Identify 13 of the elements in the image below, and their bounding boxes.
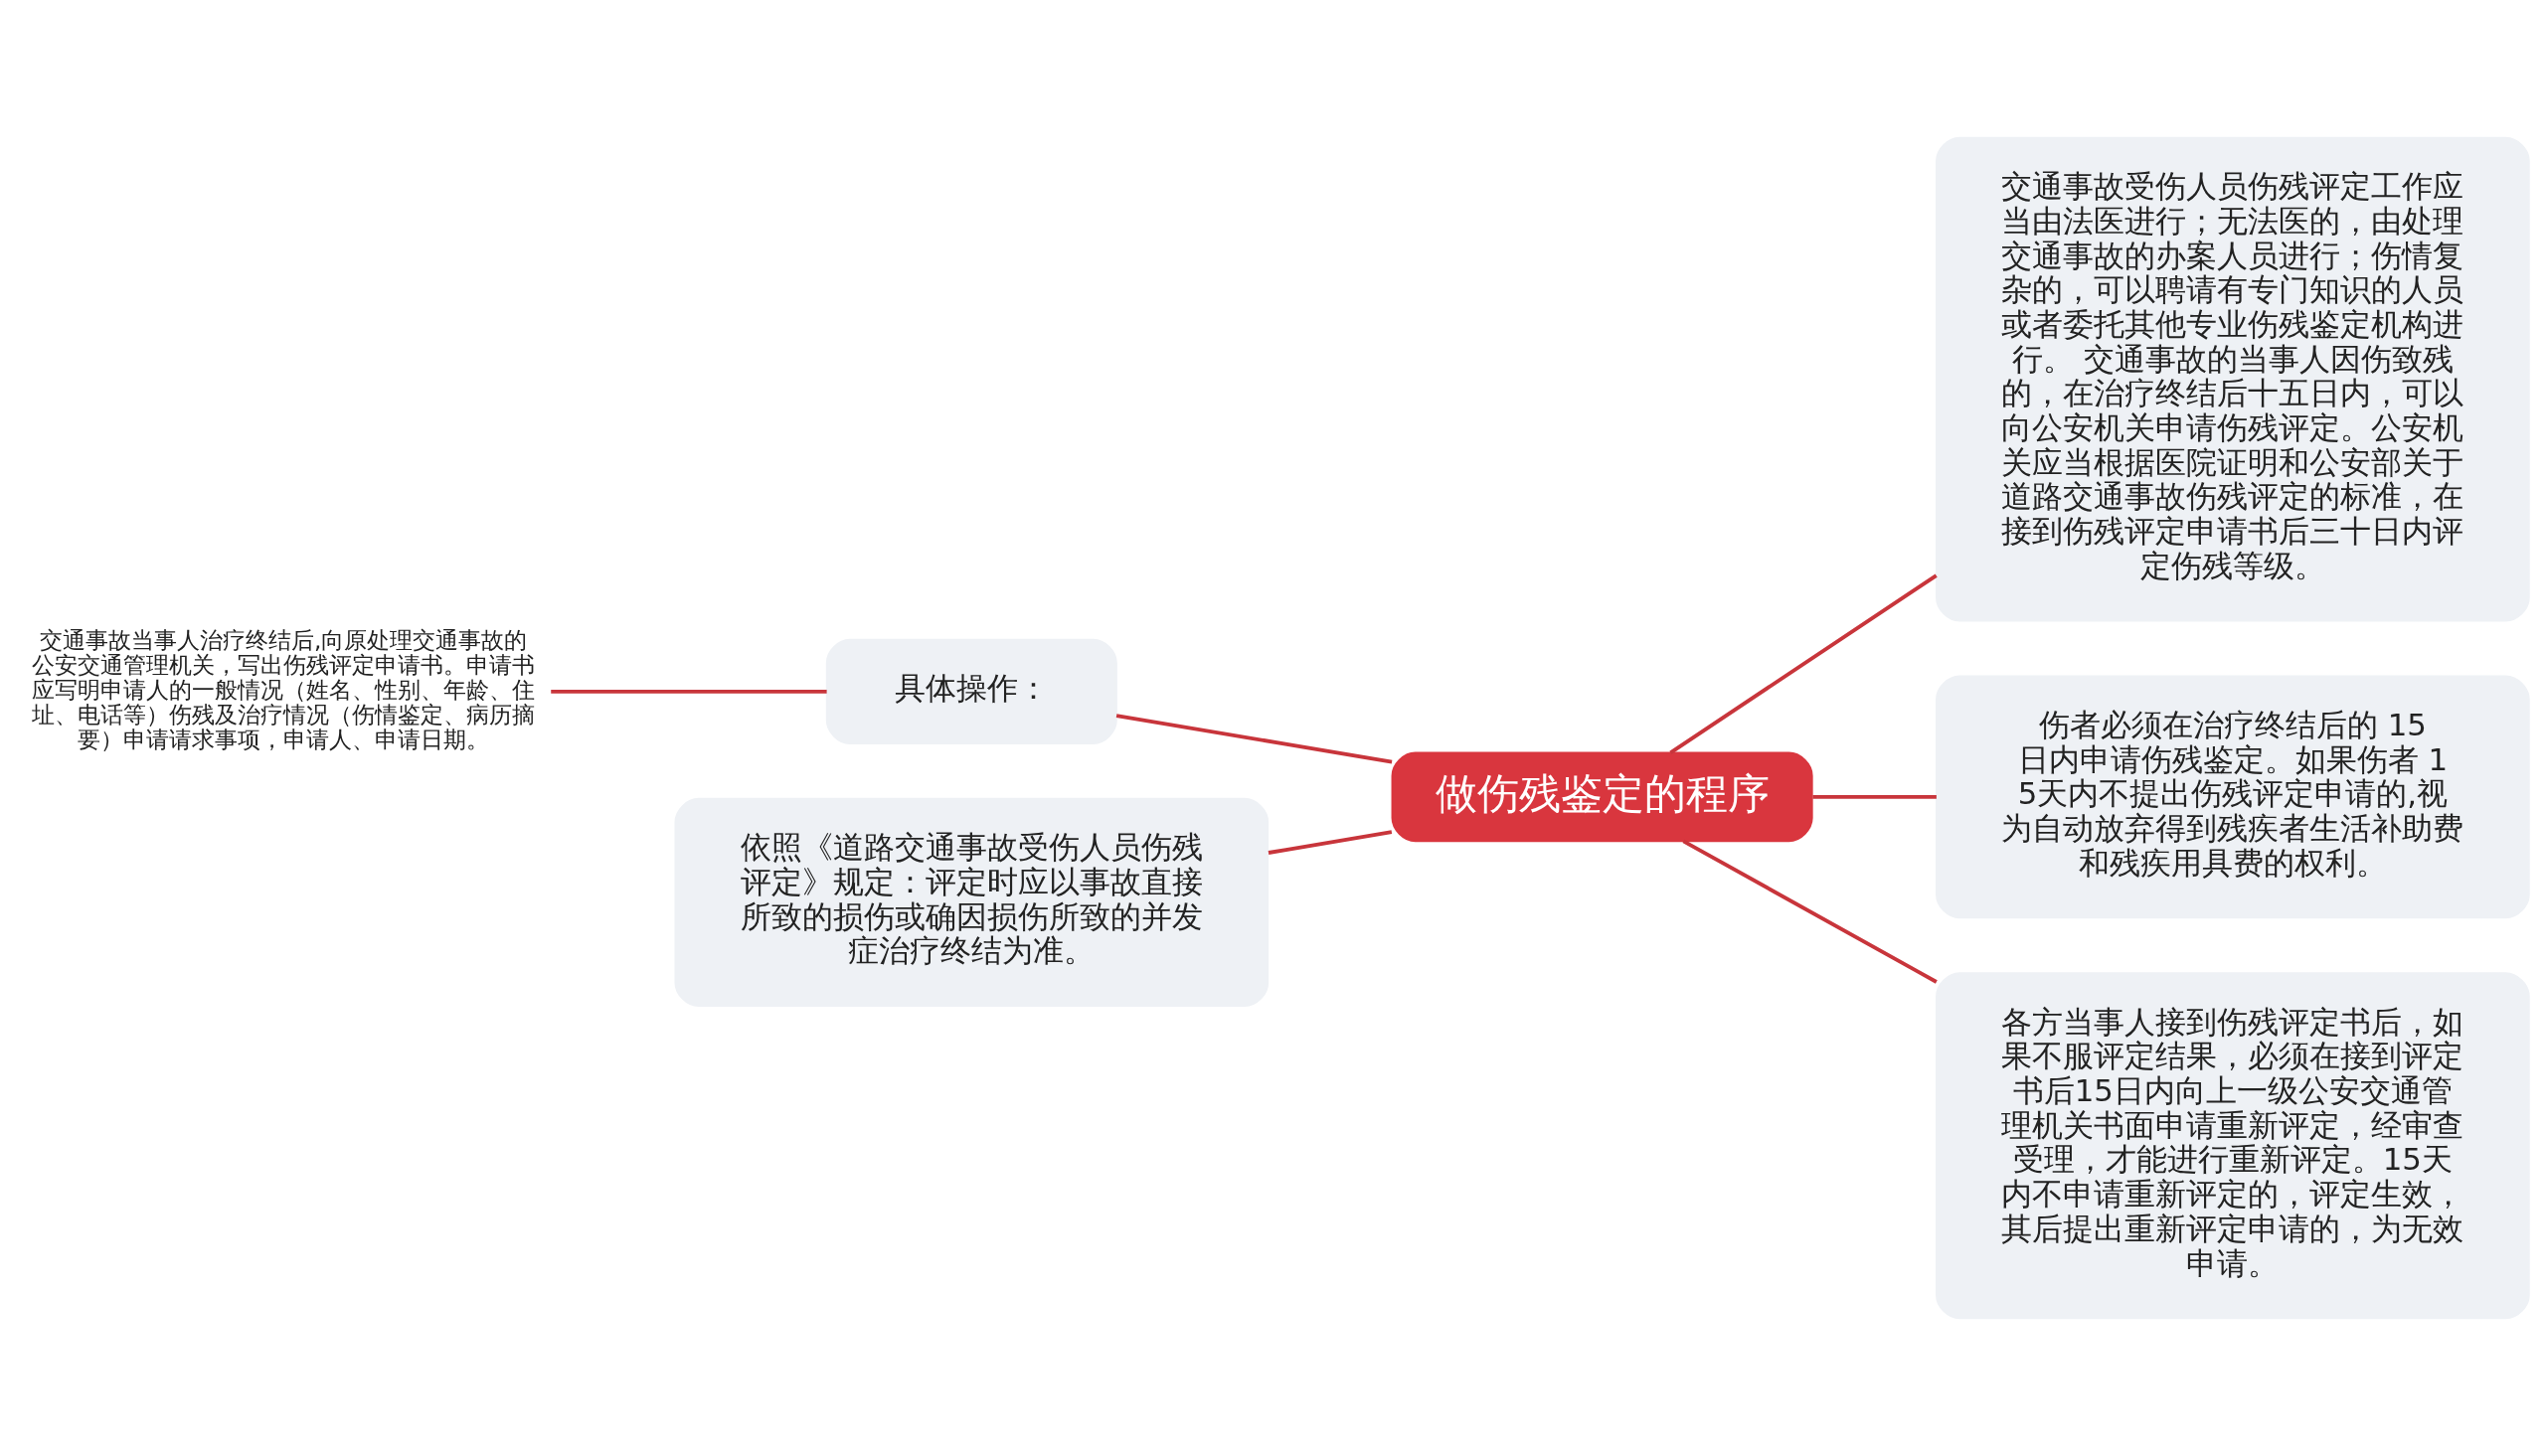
node-box: 具体操作： [825,638,1117,744]
connector [1268,830,1393,855]
connector [1669,573,1938,754]
node-text: 交通事故当事人治疗终结后,向原处理交通事故的公安交通管理机关，写出伤残评定申请书。申请书应写明申请人的一般情况（姓名、性别、年龄、住址、电话等）伤残及治疗情况（伤情鉴定、病历摘要）申请请求事项，申请人、申请日期。 [32,626,536,752]
node-box: 做伤残鉴定的程序 [1391,751,1813,843]
connector [551,689,827,694]
node-box: 各方当事人接到伤残评定书后，如果不服评定结果，必须在接到评定书后15日内向上一级公安交通管理机关书面申请重新评定，经审查受理，才能进行重新评定。15天内不申请重新评定的，评定生效，其后提出重新评定申请的，为无效申请。 [1936,972,2530,1320]
node-box: 交通事故受伤人员伤残评定工作应当由法医进行；无法医的，由处理交通事故的办案人员进行；伤情复杂的，可以聘请有专门知识的人员或者委托其他专业伤残鉴定机构进行。 交通事故的当事人因伤致残的，在治疗终结后十五日内，可以向公安机关申请伤残评定。公安机关应当根据医院证明和公安部关于道路交通事故伤残评定的标准，在接到伤残评定申请书后三十日内评定伤残等级。 [1936,136,2530,622]
node-box: 伤者必须在治疗终结后的 15 日内申请伤残鉴定。如果伤者 15天内不提出伤残评定申请的,视为自动放弃得到残疾者生活补助费和残疾用具费的权利。 [1936,675,2530,919]
connector [1812,794,1937,799]
connector [1682,839,1938,984]
connector [1115,714,1393,764]
node-box: 依照《道路交通事故受伤人员伤残评定》规定：评定时应以事故直接所致的损伤或确因损伤所致的并发症治疗终结为准。 [674,797,1270,1007]
